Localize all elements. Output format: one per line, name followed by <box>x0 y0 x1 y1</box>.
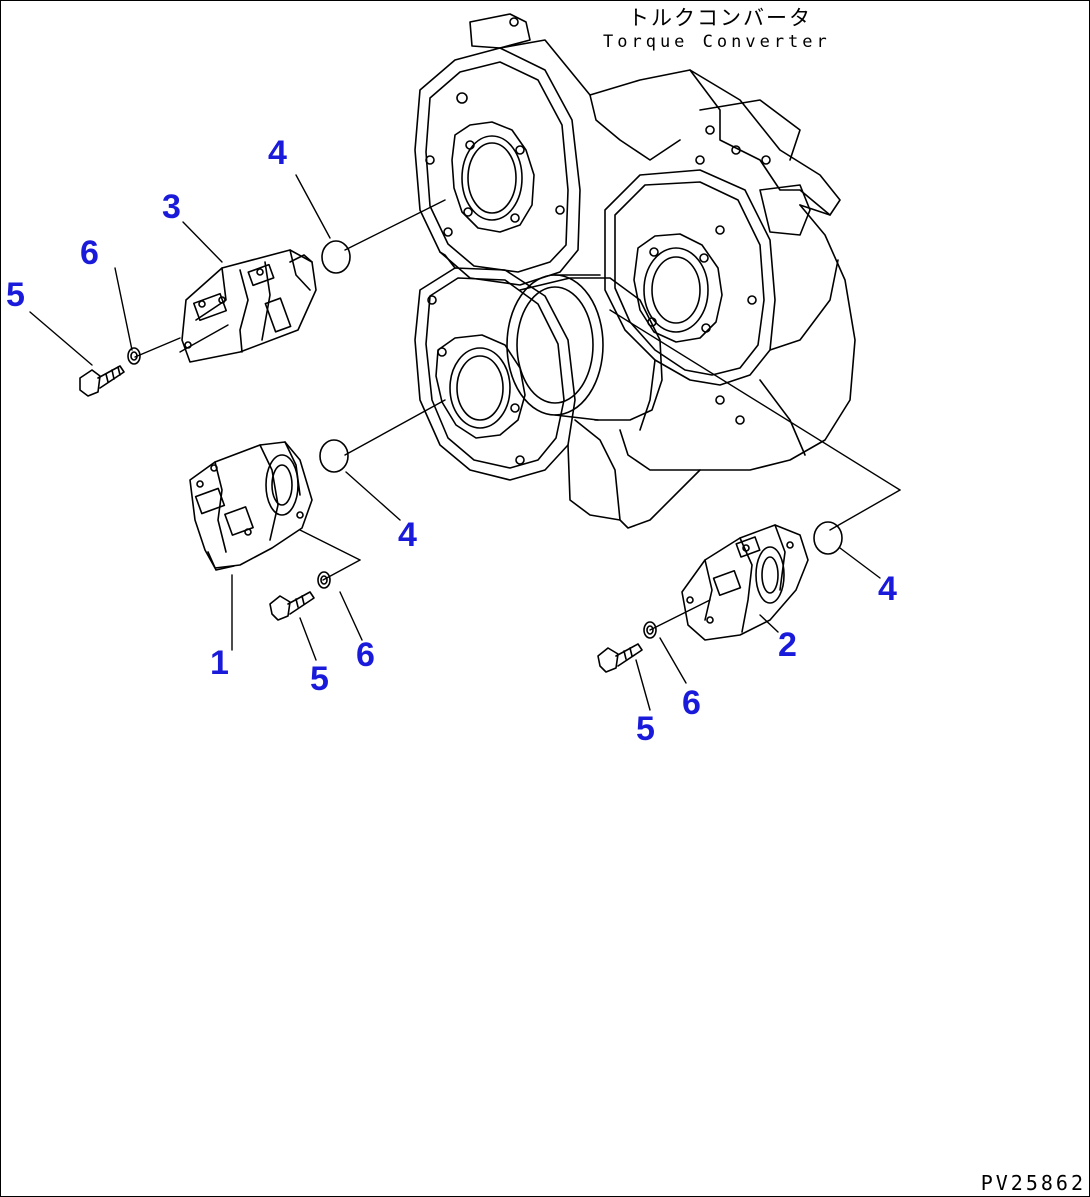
callout-6-right: 6 <box>682 684 701 722</box>
hydraulic-pump-3 <box>181 249 317 363</box>
diagram-title-english: Torque Converter <box>603 32 831 52</box>
drawing-number: PV25862 <box>980 1171 1086 1195</box>
washer-lower-left <box>317 571 331 589</box>
callout-3: 3 <box>162 188 181 226</box>
washer-right <box>643 621 657 639</box>
callout-1: 1 <box>210 644 229 682</box>
callout-6-middle: 6 <box>356 636 375 674</box>
torque-converter-housing <box>414 13 856 529</box>
hydraulic-pump-1 <box>189 441 313 571</box>
bolt-right <box>597 643 643 673</box>
leader-lines <box>29 174 901 711</box>
bolt-lower-left <box>269 591 315 621</box>
o-ring-lower-left <box>319 439 349 473</box>
callout-4-right: 4 <box>878 570 897 608</box>
hydraulic-pump-2 <box>681 524 809 641</box>
callout-5-right: 5 <box>636 710 655 748</box>
bolt-upper <box>79 365 125 397</box>
callout-5-middle: 5 <box>310 660 329 698</box>
callout-6-upper: 6 <box>80 234 99 272</box>
o-ring-upper <box>321 240 351 274</box>
washer-upper <box>127 347 141 365</box>
callout-4-upper: 4 <box>268 134 287 172</box>
diagram-title-japanese: トルクコンバータ <box>628 6 812 30</box>
callout-4-middle: 4 <box>398 516 417 554</box>
callout-2: 2 <box>778 626 797 664</box>
o-ring-right <box>813 521 843 555</box>
callout-5-upper: 5 <box>6 276 25 314</box>
